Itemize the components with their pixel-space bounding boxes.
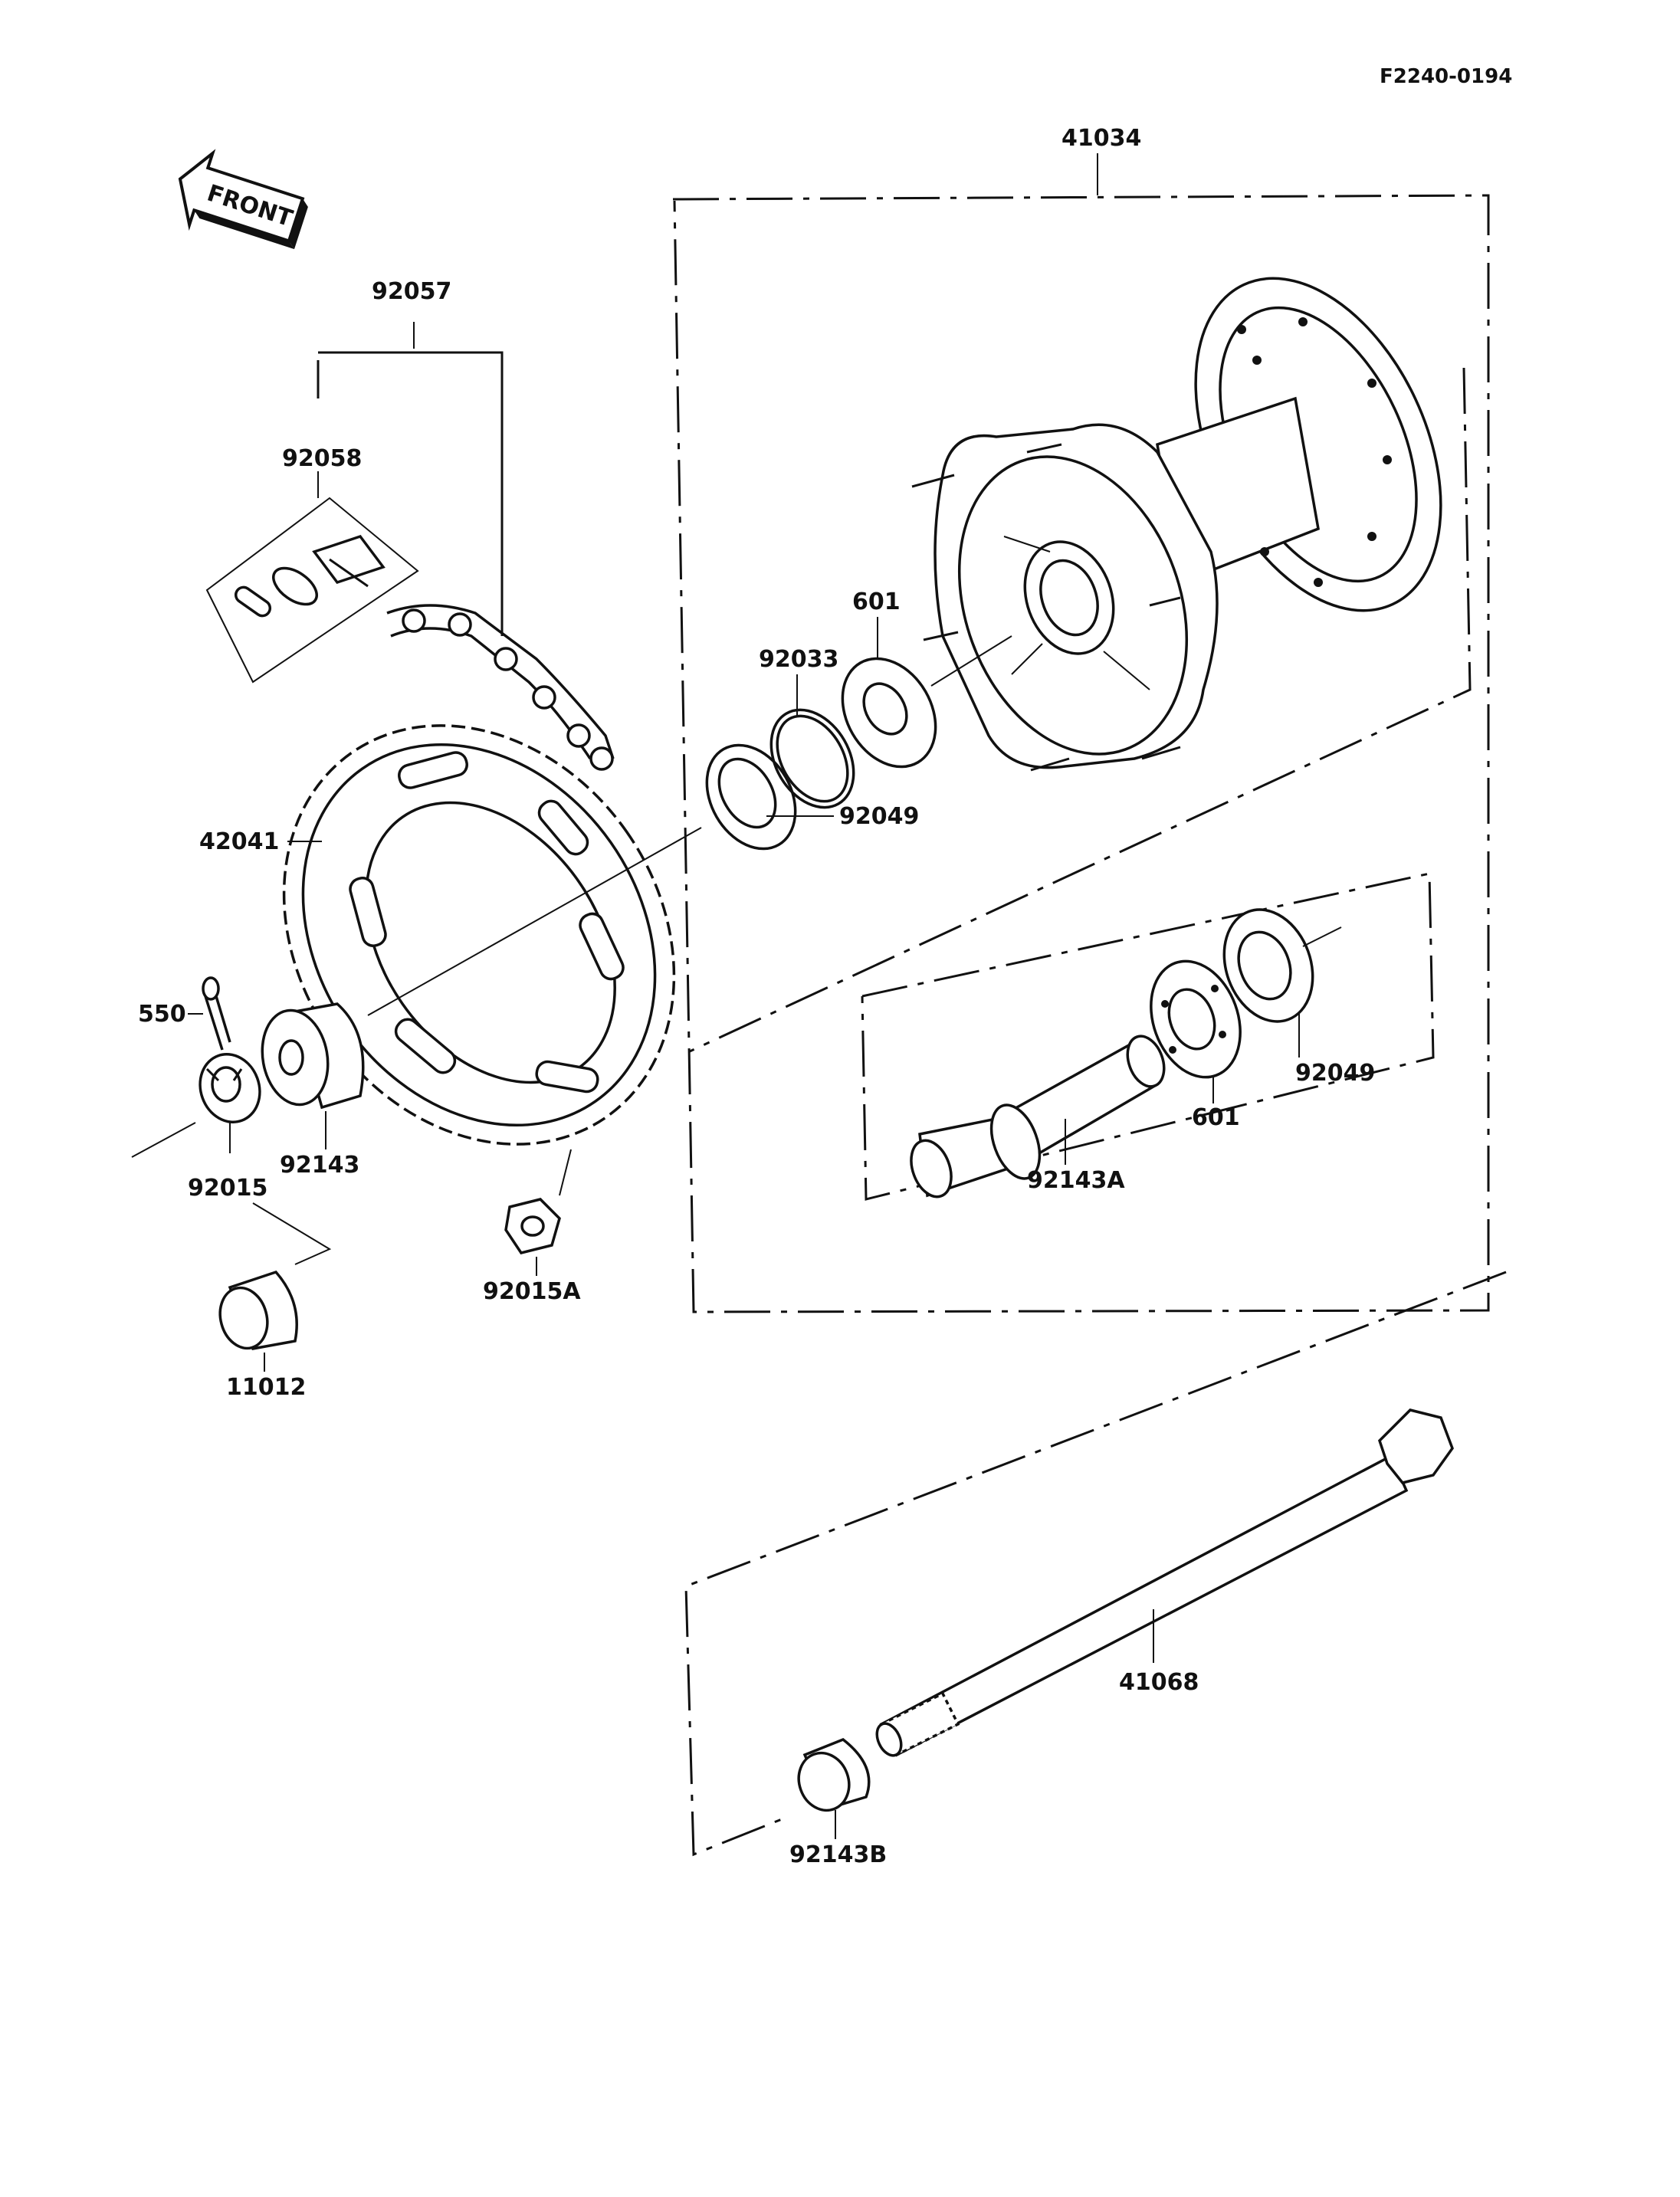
part-label-92049-upper: 92049 [839,803,919,830]
axis-line-sprocket [367,827,702,1016]
part-label-92033: 92033 [759,646,838,673]
part-label-41068: 41068 [1119,1669,1199,1696]
rear-sprocket [282,724,676,1146]
bearing-601-upper [841,657,937,769]
part-label-11012: 11012 [226,1374,306,1401]
bearing-601-lower [1150,959,1242,1079]
part-label-92015: 92015 [188,1175,267,1202]
nut-bracket-92015 [131,1122,332,1265]
collar-92143 [261,1002,365,1110]
cap-11012 [218,1270,298,1350]
drawing-ref: F2240-0194 [1380,65,1512,88]
axis-line-hub [930,635,1012,687]
bearing-collar-92143A [910,1035,1166,1199]
front-arrow-icon: FRONT [178,149,308,250]
drive-chain [386,604,615,771]
nut-92015A [504,1198,561,1254]
part-label-601-upper: 601 [852,589,901,615]
part-label-92143: 92143 [280,1152,359,1179]
part-label-601-lower: 601 [1192,1104,1240,1131]
oil-seal-92049-lower [1222,908,1314,1023]
part-label-92015A: 92015A [483,1278,581,1305]
cotter-pin-550 [202,976,231,1051]
castle-nut-92015 [199,1053,261,1123]
part-label-42041: 42041 [199,828,279,855]
part-label-41034: 41034 [1061,125,1141,152]
hub-bracket-inner [689,367,1472,1053]
leader-92049-lower-axis [1302,926,1342,947]
part-label-92057: 92057 [372,278,451,305]
leader-sprocket-nut [559,1149,572,1196]
part-label-550: 550 [138,1001,186,1028]
part-label-92143B: 92143B [789,1841,887,1868]
hub-assembly-bracket [672,153,1490,1313]
rear-hub [911,277,1442,772]
circlip-92033 [769,708,855,809]
collar-92143B [797,1738,871,1812]
oil-seal-92049-upper [705,743,797,851]
part-label-92049-lower: 92049 [1295,1060,1375,1087]
axle-bracket [684,1271,1507,1857]
master-link-kit [205,497,419,684]
part-label-92143A: 92143A [1027,1167,1125,1194]
part-label-92058: 92058 [282,445,362,472]
chain-bracket [317,322,504,636]
rear-axle-41068 [875,1408,1454,1757]
